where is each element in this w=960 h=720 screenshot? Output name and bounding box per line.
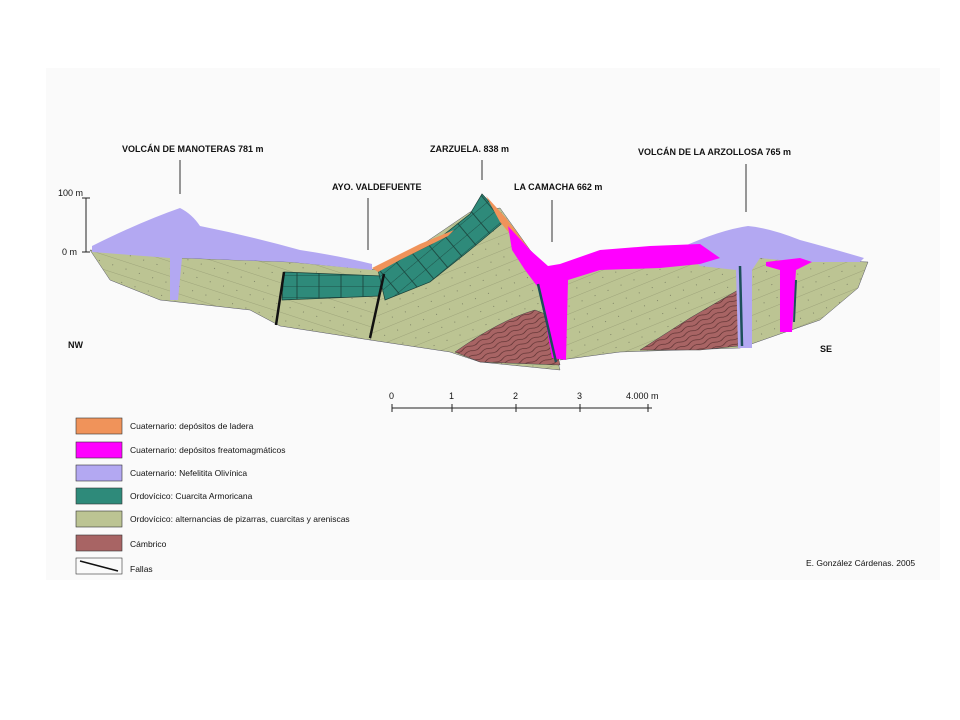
fault-west [274,271,286,326]
label-camacha: LA CAMACHA 662 m [514,182,602,192]
legend-label-nephelinite: Cuaternario: Nefelitita Olivínica [130,468,247,478]
fault-east-2 [793,279,797,323]
scale-label-1: 1 [449,391,454,401]
armorican-quartzite-west [281,271,383,301]
legend-swatch-cambrian [75,534,123,552]
nephelinite-arzollosa [680,226,864,348]
author-credit: E. González Cárdenas. 2005 [806,558,915,568]
scale-label-3: 3 [577,391,582,401]
legend-swatch-nephelinite [75,464,123,482]
label-valdefuente: AYO. VALDEFUENTE [332,182,422,192]
legend-label-faults: Fallas [130,564,153,574]
legend-swatch-ordovician [75,510,123,528]
slope-deposits-east [486,196,530,250]
legend-label-cambrian: Cámbrico [130,539,167,549]
legend-label-armorican-quartzite: Ordovícico: Cuarcita Armoricana [130,491,253,501]
orientation-nw: NW [68,340,83,350]
fault-east [738,265,744,347]
legend-label-slope-deposits: Cuaternario: depósitos de ladera [130,421,254,431]
scale-label-4: 4.000 m [626,391,659,401]
legend: Cuaternario: depósitos de ladera Cuatern… [75,417,350,575]
phreatomagmatic-arzollosa [766,258,812,332]
legend-swatch-armorican-quartzite [75,487,123,505]
phreatomagmatic-camacha [508,226,720,360]
label-arzollosa: VOLCÁN DE LA ARZOLLOSA 765 m [638,147,791,157]
legend-label-ordovician: Ordovícico: alternancias de pizarras, cu… [130,514,350,524]
legend-swatch-phreatomagmatic [75,441,123,459]
legend-swatch-faults [75,557,123,575]
legend-fault-symbol [79,560,119,572]
slope-deposits-center [372,230,454,272]
label-manoteras: VOLCÁN DE MANOTERAS 781 m [122,144,264,154]
scale-label-2: 2 [513,391,518,401]
scale-label-0: 0 [389,391,394,401]
legend-label-phreatomagmatic: Cuaternario: depósitos freatomagmáticos [130,445,285,455]
fault-center [368,273,386,339]
label-zarzuela: ZARZUELA. 838 m [430,144,509,154]
fault-camacha [536,283,558,363]
orientation-se: SE [820,344,832,354]
axis-label-100m: 100 m [58,188,83,198]
nephelinite-manoteras [92,208,372,300]
legend-swatch-slope-deposits [75,417,123,435]
axis-label-0m: 0 m [62,247,77,257]
